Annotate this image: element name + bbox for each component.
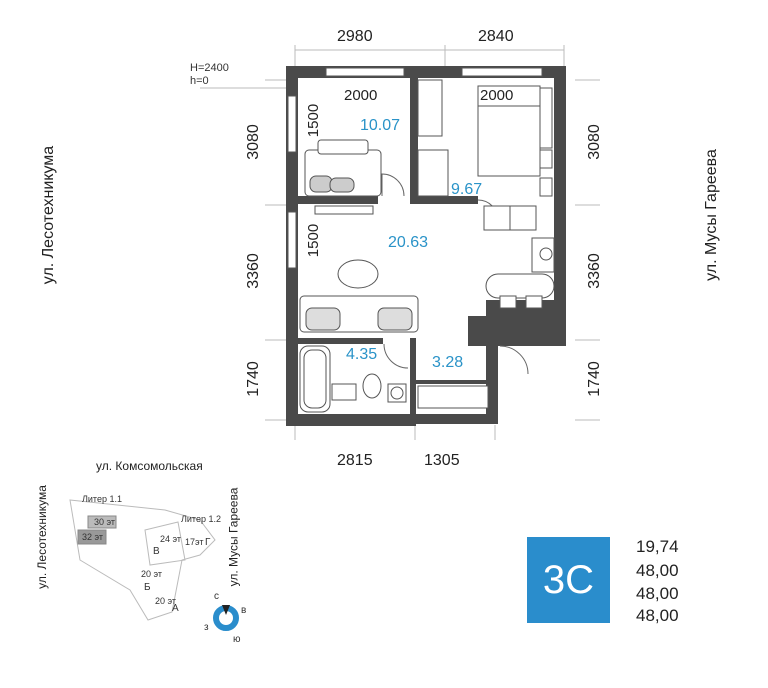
figure-1: 19,74 [636, 537, 679, 556]
dim-top-left: 2980 [337, 28, 373, 45]
label-building-g: Г [205, 537, 211, 548]
area-room-2: 9.67 [451, 181, 483, 198]
area-living: 20.63 [388, 234, 429, 251]
area-hall: 3.28 [432, 354, 464, 371]
label-floors-24: 24 эт [160, 534, 182, 544]
label-floors-32: 32 эт [82, 532, 104, 542]
dim-bottom-right: 1305 [424, 452, 460, 469]
label-floors-30: 30 эт [94, 517, 116, 527]
label-liter-1-2: Литер 1.2 [181, 514, 221, 524]
figure-4: 48,00 [636, 606, 679, 625]
label-building-b: Б [144, 582, 151, 593]
dim-bottom-left: 2815 [337, 452, 373, 469]
window-width-2: 2000 [480, 87, 514, 104]
compass-north: с [214, 591, 219, 602]
label-building-v: В [153, 546, 160, 557]
compass-east: в [241, 605, 247, 616]
label-floors-20-a: 20 эт [155, 596, 177, 606]
area-room-1: 10.07 [360, 117, 401, 134]
label-floors-20-b: 20 эт [141, 569, 163, 579]
compass-south: ю [233, 634, 241, 645]
label-floors-17: 17эт [185, 537, 204, 547]
figure-2: 48,00 [636, 561, 679, 580]
area-bath: 4.35 [346, 346, 378, 363]
window-height-note: H=2400 [190, 62, 229, 74]
map-street-right: ул. Мусы Гареева [226, 487, 241, 587]
figure-3: 48,00 [636, 584, 679, 603]
window-sill-note: h=0 [190, 75, 209, 87]
compass-west: з [204, 622, 209, 633]
map-street-left: ул. Лесотехникума [34, 485, 49, 589]
label-liter-1-1: Литер 1.1 [82, 494, 122, 504]
map-street-top: ул. Комсомольская [96, 459, 203, 473]
label-building-a: А [172, 603, 179, 614]
window-width-1: 2000 [344, 87, 378, 104]
dim-top-right: 2840 [478, 28, 514, 45]
unit-badge: 3С [527, 537, 610, 623]
